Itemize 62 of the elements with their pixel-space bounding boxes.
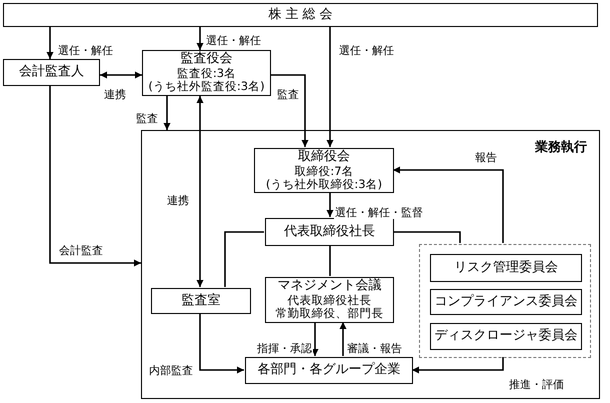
arrow xyxy=(49,86,141,266)
box-label: 会計監査人 xyxy=(19,65,84,80)
arrow xyxy=(326,192,334,217)
arrow xyxy=(46,27,54,59)
connector-line xyxy=(393,231,461,243)
box-detail: 取締役:7名 xyxy=(294,164,354,178)
box-label: 各部門・各グループ企業 xyxy=(258,363,400,378)
org-box xyxy=(430,323,582,350)
org-box xyxy=(265,218,394,246)
box-detail: (うち社外監査役:3名) xyxy=(148,80,265,94)
edge-label: 報告 xyxy=(474,151,498,164)
body-box xyxy=(265,277,394,323)
edge-label: 監査 xyxy=(276,88,300,101)
box-label: コンプライアンス委員会 xyxy=(434,294,578,310)
edge-label: 選任・解任 xyxy=(57,44,114,57)
box-detail: 代表取締役社長 xyxy=(288,294,372,308)
org-box xyxy=(430,254,582,282)
edge-label: 選任・解任 xyxy=(205,34,262,47)
edge-label: 推進・評価 xyxy=(508,378,565,391)
arrow xyxy=(196,96,204,287)
org-box xyxy=(3,59,100,86)
edge-label: 審議・報告 xyxy=(346,342,403,355)
edge-label: 選任・解任・監督 xyxy=(334,206,424,219)
edge-label: 監査 xyxy=(135,112,159,125)
box-label: 代表取締役社長 xyxy=(284,224,375,240)
org-box xyxy=(151,288,251,314)
connector-line xyxy=(224,231,264,287)
box-heading: 取締役会 xyxy=(298,150,350,165)
box-detail: 監査役:3名 xyxy=(176,67,236,80)
arrow xyxy=(326,27,334,147)
edge-label: 連携 xyxy=(166,194,190,207)
box-label: 監査室 xyxy=(182,294,220,308)
arrow xyxy=(340,322,346,356)
edge-label: 会計監査 xyxy=(58,244,104,257)
arrow xyxy=(393,166,504,243)
org-box xyxy=(430,289,582,315)
body-box xyxy=(254,148,394,193)
body-box xyxy=(142,50,271,96)
arrow xyxy=(412,357,504,374)
section-heading: 業務執行 xyxy=(535,141,587,156)
edge-label: 指揮・承認 xyxy=(256,342,313,355)
box-heading: 監査役会 xyxy=(180,52,232,68)
box-label: ディスクロージャ委員会 xyxy=(434,329,578,344)
box-label: リスク管理委員会 xyxy=(454,260,558,276)
box-label: 株 主 総 会 xyxy=(268,8,333,22)
edge-label: 内部監査 xyxy=(148,364,194,377)
section-frame xyxy=(141,130,600,399)
arrow xyxy=(271,74,308,147)
box-heading: マネジメント会議 xyxy=(278,279,382,294)
edge-label: 選任・解任 xyxy=(338,44,395,57)
arrow xyxy=(199,313,244,374)
box-detail: 常勤取締役、部門長 xyxy=(276,307,384,321)
box-detail: (うち社外取締役:3名) xyxy=(266,178,382,192)
arrow xyxy=(164,96,170,130)
arrow xyxy=(312,322,318,356)
arrow xyxy=(100,72,142,78)
group-box xyxy=(419,244,591,358)
arrow xyxy=(196,27,204,50)
connector-line xyxy=(329,245,331,276)
edge-label: 連携 xyxy=(103,88,127,101)
org-box xyxy=(3,3,598,27)
org-box xyxy=(245,357,413,384)
